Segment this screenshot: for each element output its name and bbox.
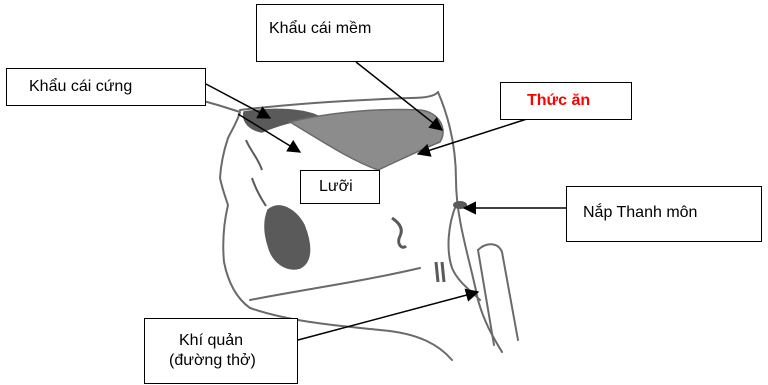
label-tongue: Lưỡi xyxy=(300,170,380,204)
label-hard-palate: Khẩu cái cứng xyxy=(6,68,206,106)
label-food: Thức ăn xyxy=(500,82,632,120)
tongue-shape xyxy=(265,206,310,269)
label-soft-palate: Khẩu cái mềm xyxy=(256,4,444,62)
label-trachea: Khí quản (đường thở) xyxy=(144,318,298,384)
arrow-hard-palate-a xyxy=(206,84,270,118)
label-food-text: Thức ăn xyxy=(527,91,631,111)
label-soft-palate-text: Khẩu cái mềm xyxy=(269,19,443,39)
mouth-detail xyxy=(246,140,266,206)
label-hard-palate-text: Khẩu cái cứng xyxy=(29,77,205,97)
label-tongue-text: Lưỡi xyxy=(319,177,379,197)
vocal-detail xyxy=(436,262,444,282)
arrow-trachea xyxy=(298,292,478,340)
label-trachea-line1: Khí quản xyxy=(169,331,297,351)
food-bolus-shape xyxy=(290,110,443,171)
label-trachea-line2: (đường thở) xyxy=(169,351,297,371)
larynx-detail xyxy=(392,218,406,247)
label-epiglottis-text: Nắp Thanh môn xyxy=(583,203,761,223)
label-epiglottis: Nắp Thanh môn xyxy=(566,186,762,242)
